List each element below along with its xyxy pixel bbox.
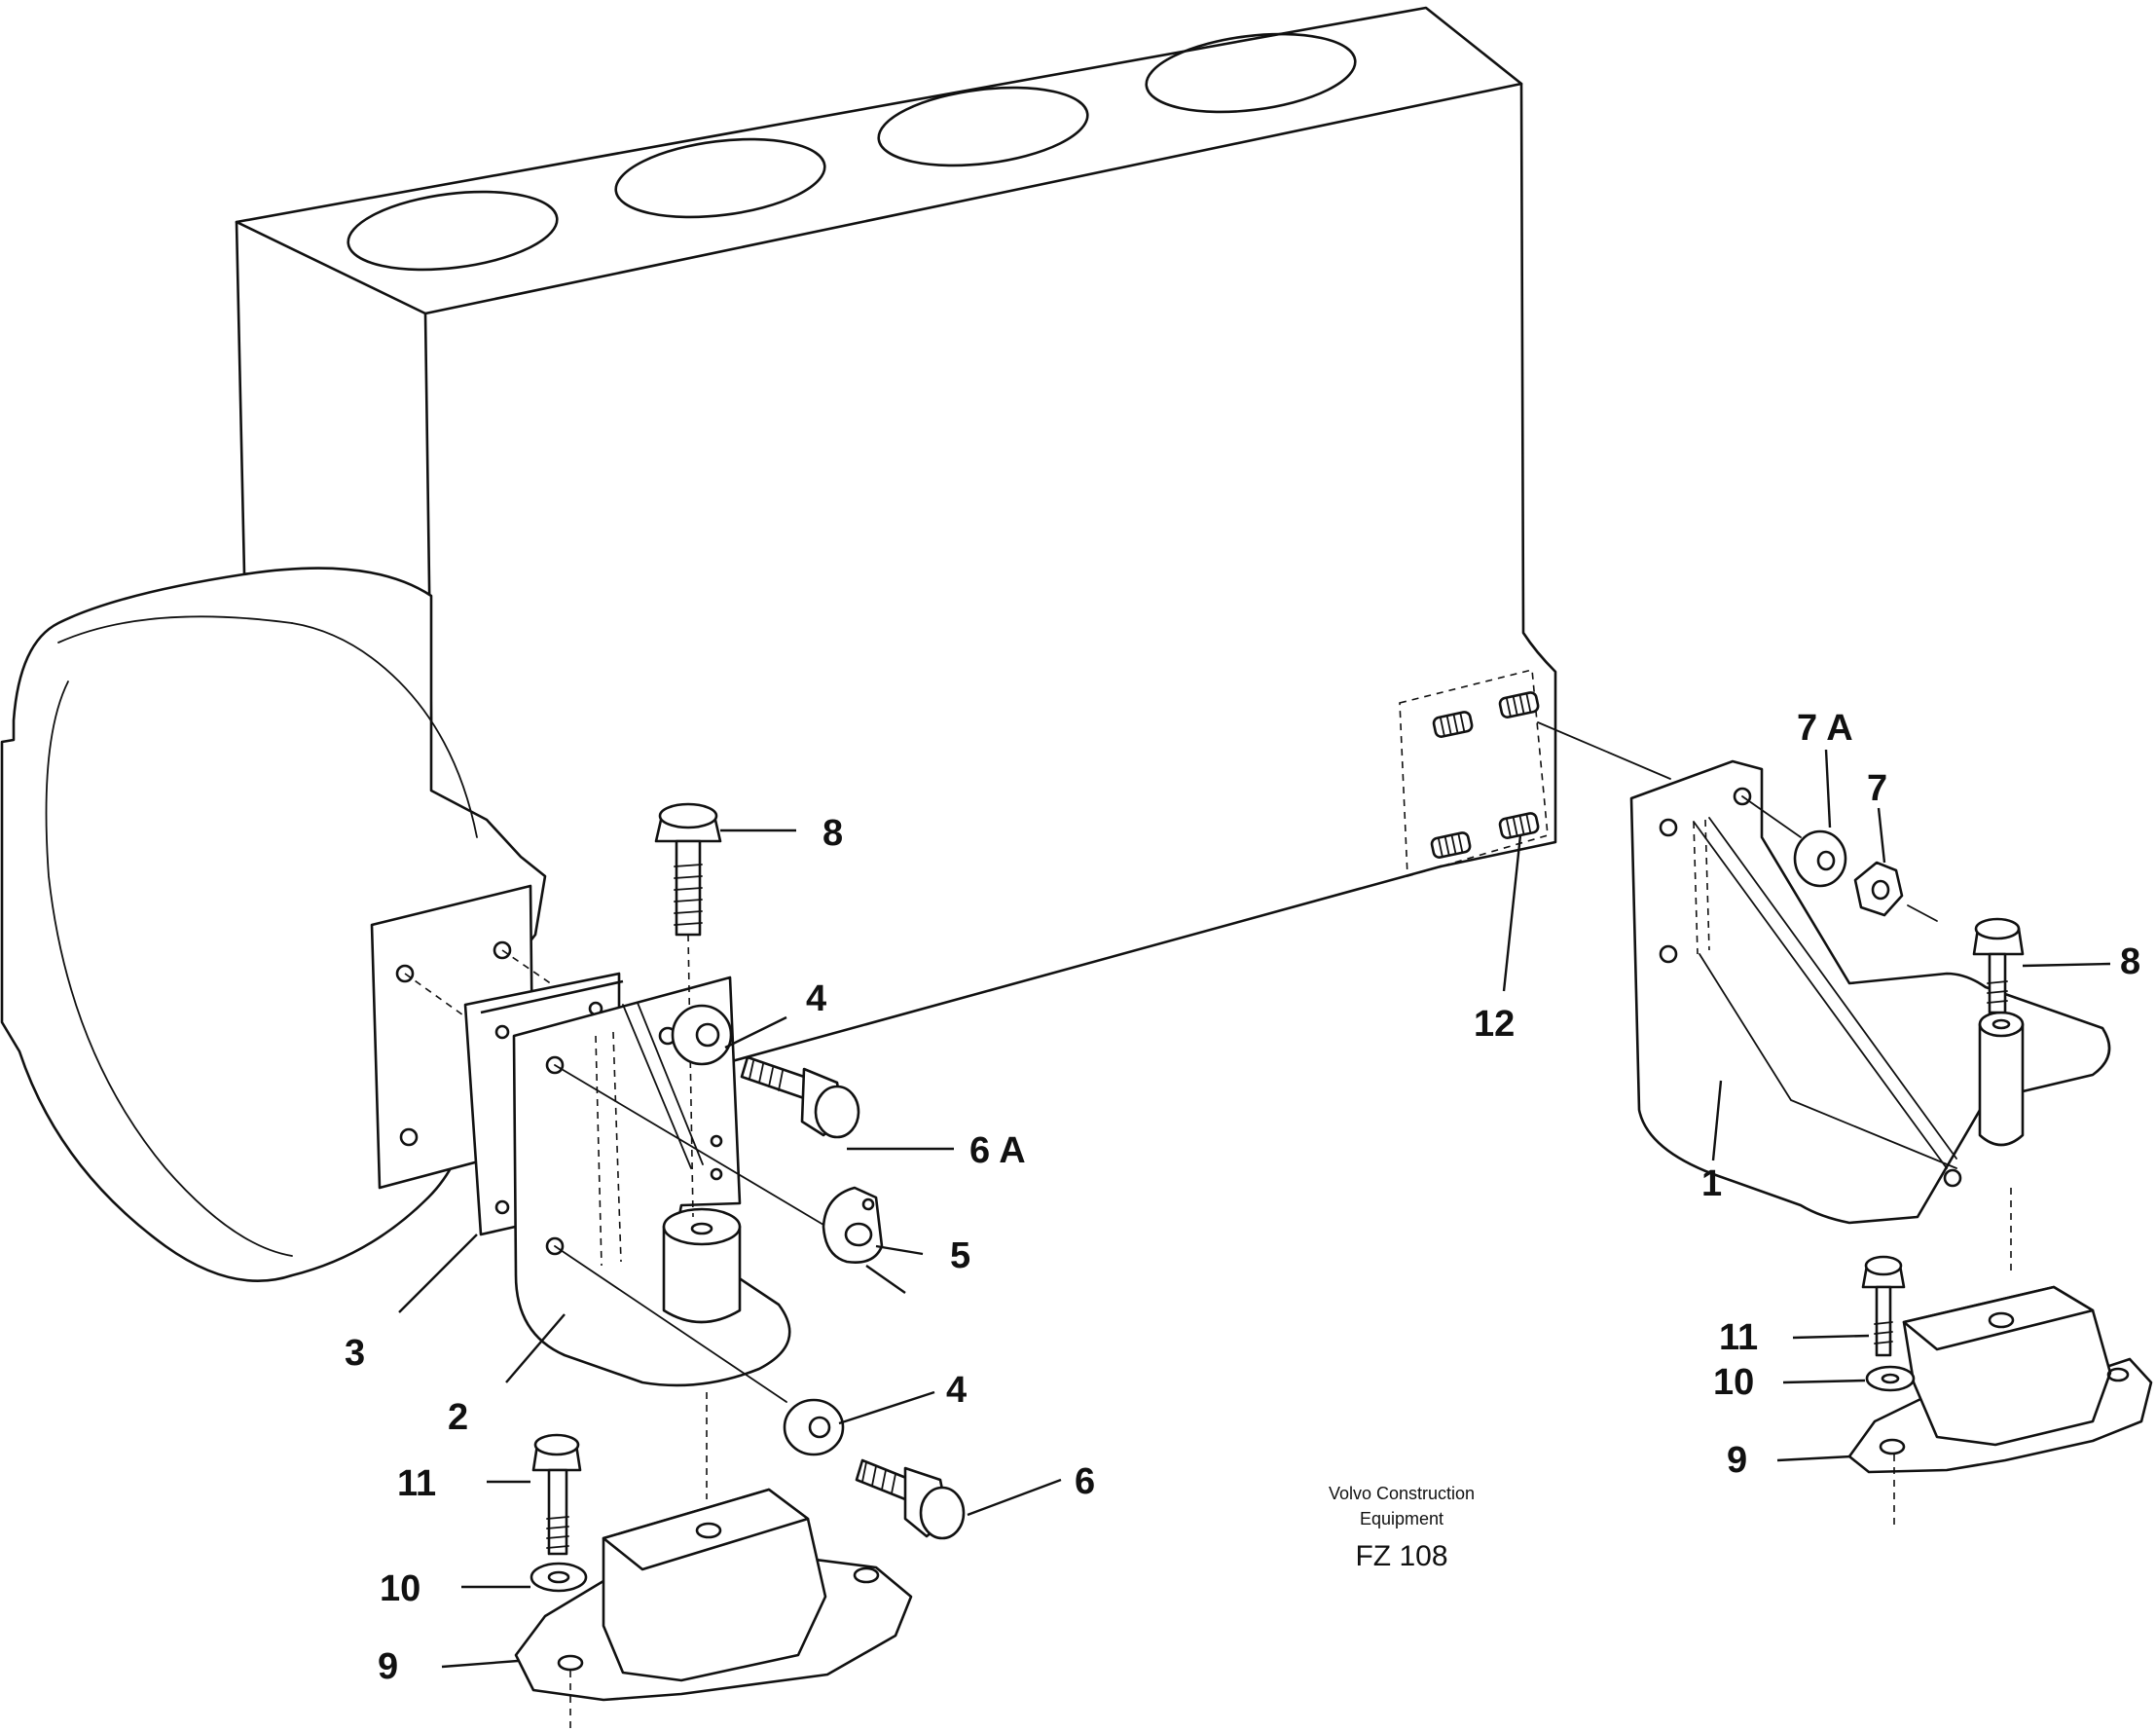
callout-9-left: 9 <box>378 1646 398 1687</box>
leader-lines <box>398 749 2111 1669</box>
callout-3: 3 <box>345 1333 365 1374</box>
publisher-line-1: Volvo Construction <box>1329 1484 1475 1503</box>
engine-block <box>235 6 1557 1063</box>
callout-7a: 7 A <box>1797 708 1853 749</box>
callout-11-left: 11 <box>397 1463 436 1504</box>
left-mount-assembly <box>404 802 966 1731</box>
callout-1: 1 <box>1701 1163 1722 1204</box>
flywheel-housing <box>0 567 547 1282</box>
callout-7: 7 <box>1867 768 1887 809</box>
callout-10-left: 10 <box>380 1568 420 1609</box>
callout-11-right: 11 <box>1719 1317 1758 1358</box>
callout-labels: 8 4 6 A 5 3 2 4 6 11 10 9 12 7 A 7 8 1 1… <box>345 708 2140 1687</box>
publisher-line-2: Equipment <box>1360 1509 1443 1528</box>
callout-5: 5 <box>950 1235 970 1276</box>
callout-4-lower: 4 <box>946 1370 967 1411</box>
right-mount-assembly <box>1537 721 2153 1528</box>
callout-8-right: 8 <box>2120 941 2140 982</box>
publisher-block: Volvo Construction Equipment FZ 108 <box>1329 1484 1475 1572</box>
callout-2: 2 <box>448 1397 468 1438</box>
mounting-studs <box>1430 691 1540 859</box>
callout-10-right: 10 <box>1713 1362 1754 1403</box>
callout-6a: 6 A <box>969 1130 1026 1171</box>
callout-12: 12 <box>1474 1004 1515 1045</box>
figure-code: FZ 108 <box>1355 1540 1447 1572</box>
callout-4-upper: 4 <box>806 978 826 1019</box>
callout-8-left: 8 <box>822 813 843 854</box>
callout-6: 6 <box>1075 1461 1095 1502</box>
callout-9-right: 9 <box>1727 1440 1747 1481</box>
